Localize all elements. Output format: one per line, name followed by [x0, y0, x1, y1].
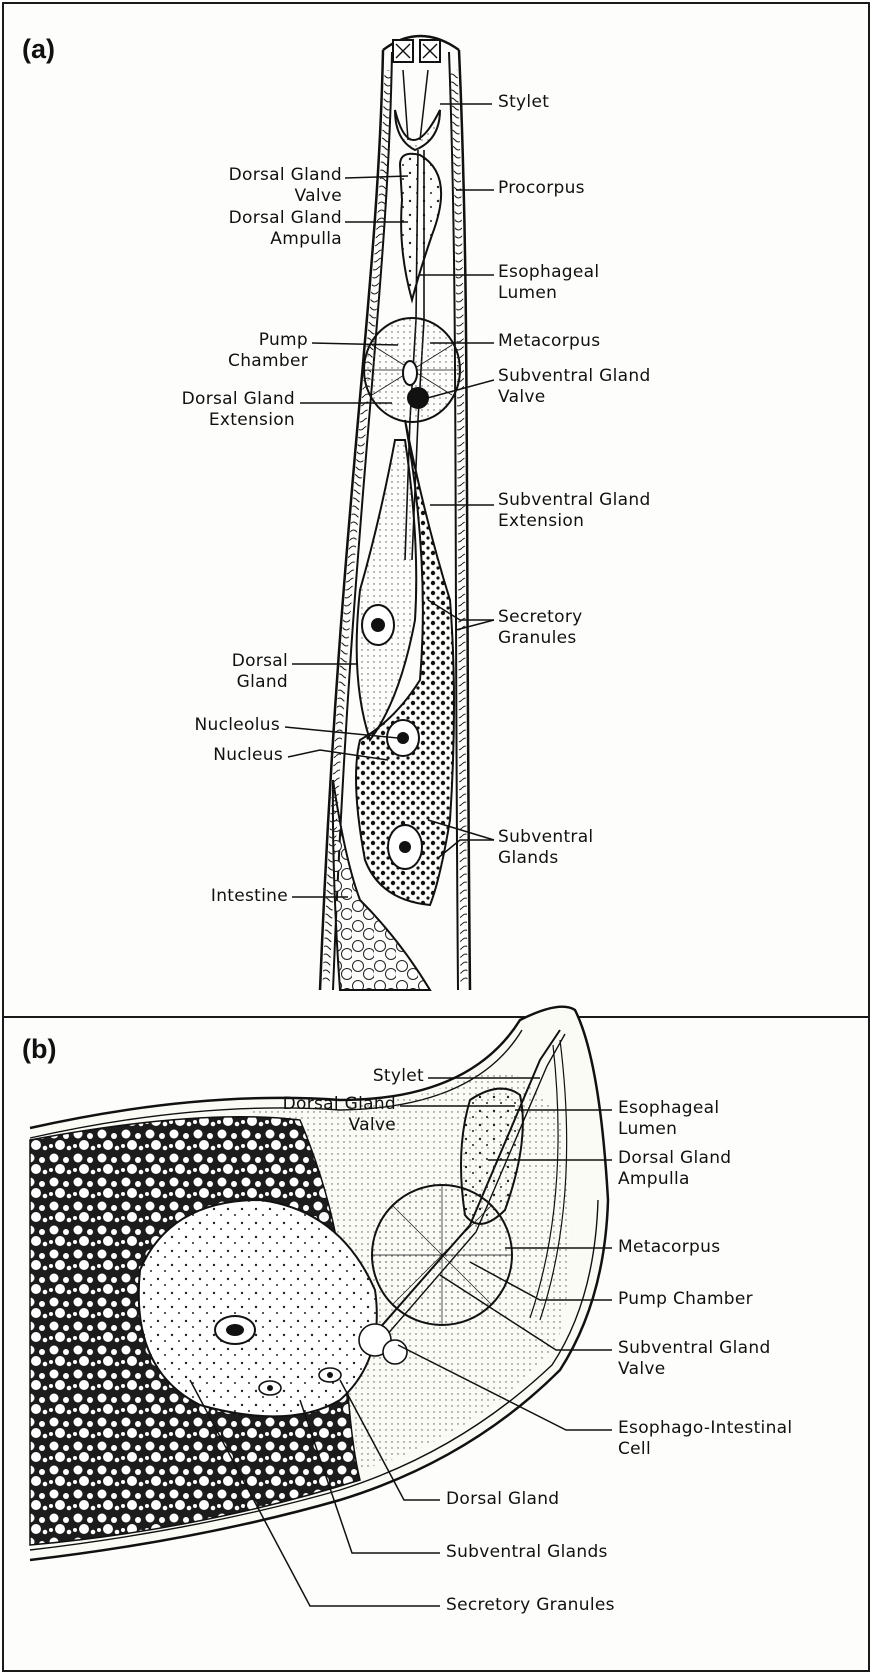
label-b-esophageal-lumen: Esophageal Lumen [618, 1098, 719, 1140]
label-a-subventral-gland-valve: Subventral Gland Valve [498, 366, 651, 408]
label-b-pump-chamber: Pump Chamber [618, 1289, 753, 1310]
label-a-esophageal-lumen: Esophageal Lumen [498, 262, 599, 304]
label-a-nucleolus: Nucleolus [150, 715, 280, 736]
label-a-intestine: Intestine [150, 886, 288, 907]
label-b-subventral-glands: Subventral Glands [446, 1542, 608, 1563]
label-a-dorsal-gland-ampulla: Dorsal Gland Ampulla [180, 208, 342, 250]
label-b-dorsal-gland-valve: Dorsal Gland Valve [230, 1094, 396, 1136]
label-a-pump-chamber: Pump Chamber [180, 330, 308, 372]
label-b-subventral-gland-valve: Subventral Gland Valve [618, 1338, 771, 1380]
label-a-subventral-gland-extension: Subventral Gland Extension [498, 490, 651, 532]
label-b-dorsal-gland-ampulla: Dorsal Gland Ampulla [618, 1148, 731, 1190]
label-a-procorpus: Procorpus [498, 178, 585, 199]
label-a-dorsal-gland-extension: Dorsal Gland Extension [150, 389, 295, 431]
label-b-metacorpus: Metacorpus [618, 1237, 720, 1258]
label-a-metacorpus: Metacorpus [498, 331, 600, 352]
label-a-dorsal-gland: Dorsal Gland [180, 651, 288, 693]
label-b-dorsal-gland: Dorsal Gland [446, 1489, 559, 1510]
label-a-secretory-granules: Secretory Granules [498, 607, 583, 649]
label-a-stylet: Stylet [498, 92, 549, 113]
label-a-dorsal-gland-valve: Dorsal Gland Valve [180, 165, 342, 207]
label-b-esophago-intestinal-cell: Esophago-Intestinal Cell [618, 1418, 792, 1460]
label-b-stylet: Stylet [300, 1066, 424, 1087]
label-b-secretory-granules: Secretory Granules [446, 1595, 615, 1616]
panel-a-drawing [320, 36, 470, 990]
label-a-subventral-glands: Subventral Glands [498, 827, 593, 869]
label-a-nucleus: Nucleus [150, 745, 283, 766]
panel-b-drawing [30, 1007, 608, 1560]
